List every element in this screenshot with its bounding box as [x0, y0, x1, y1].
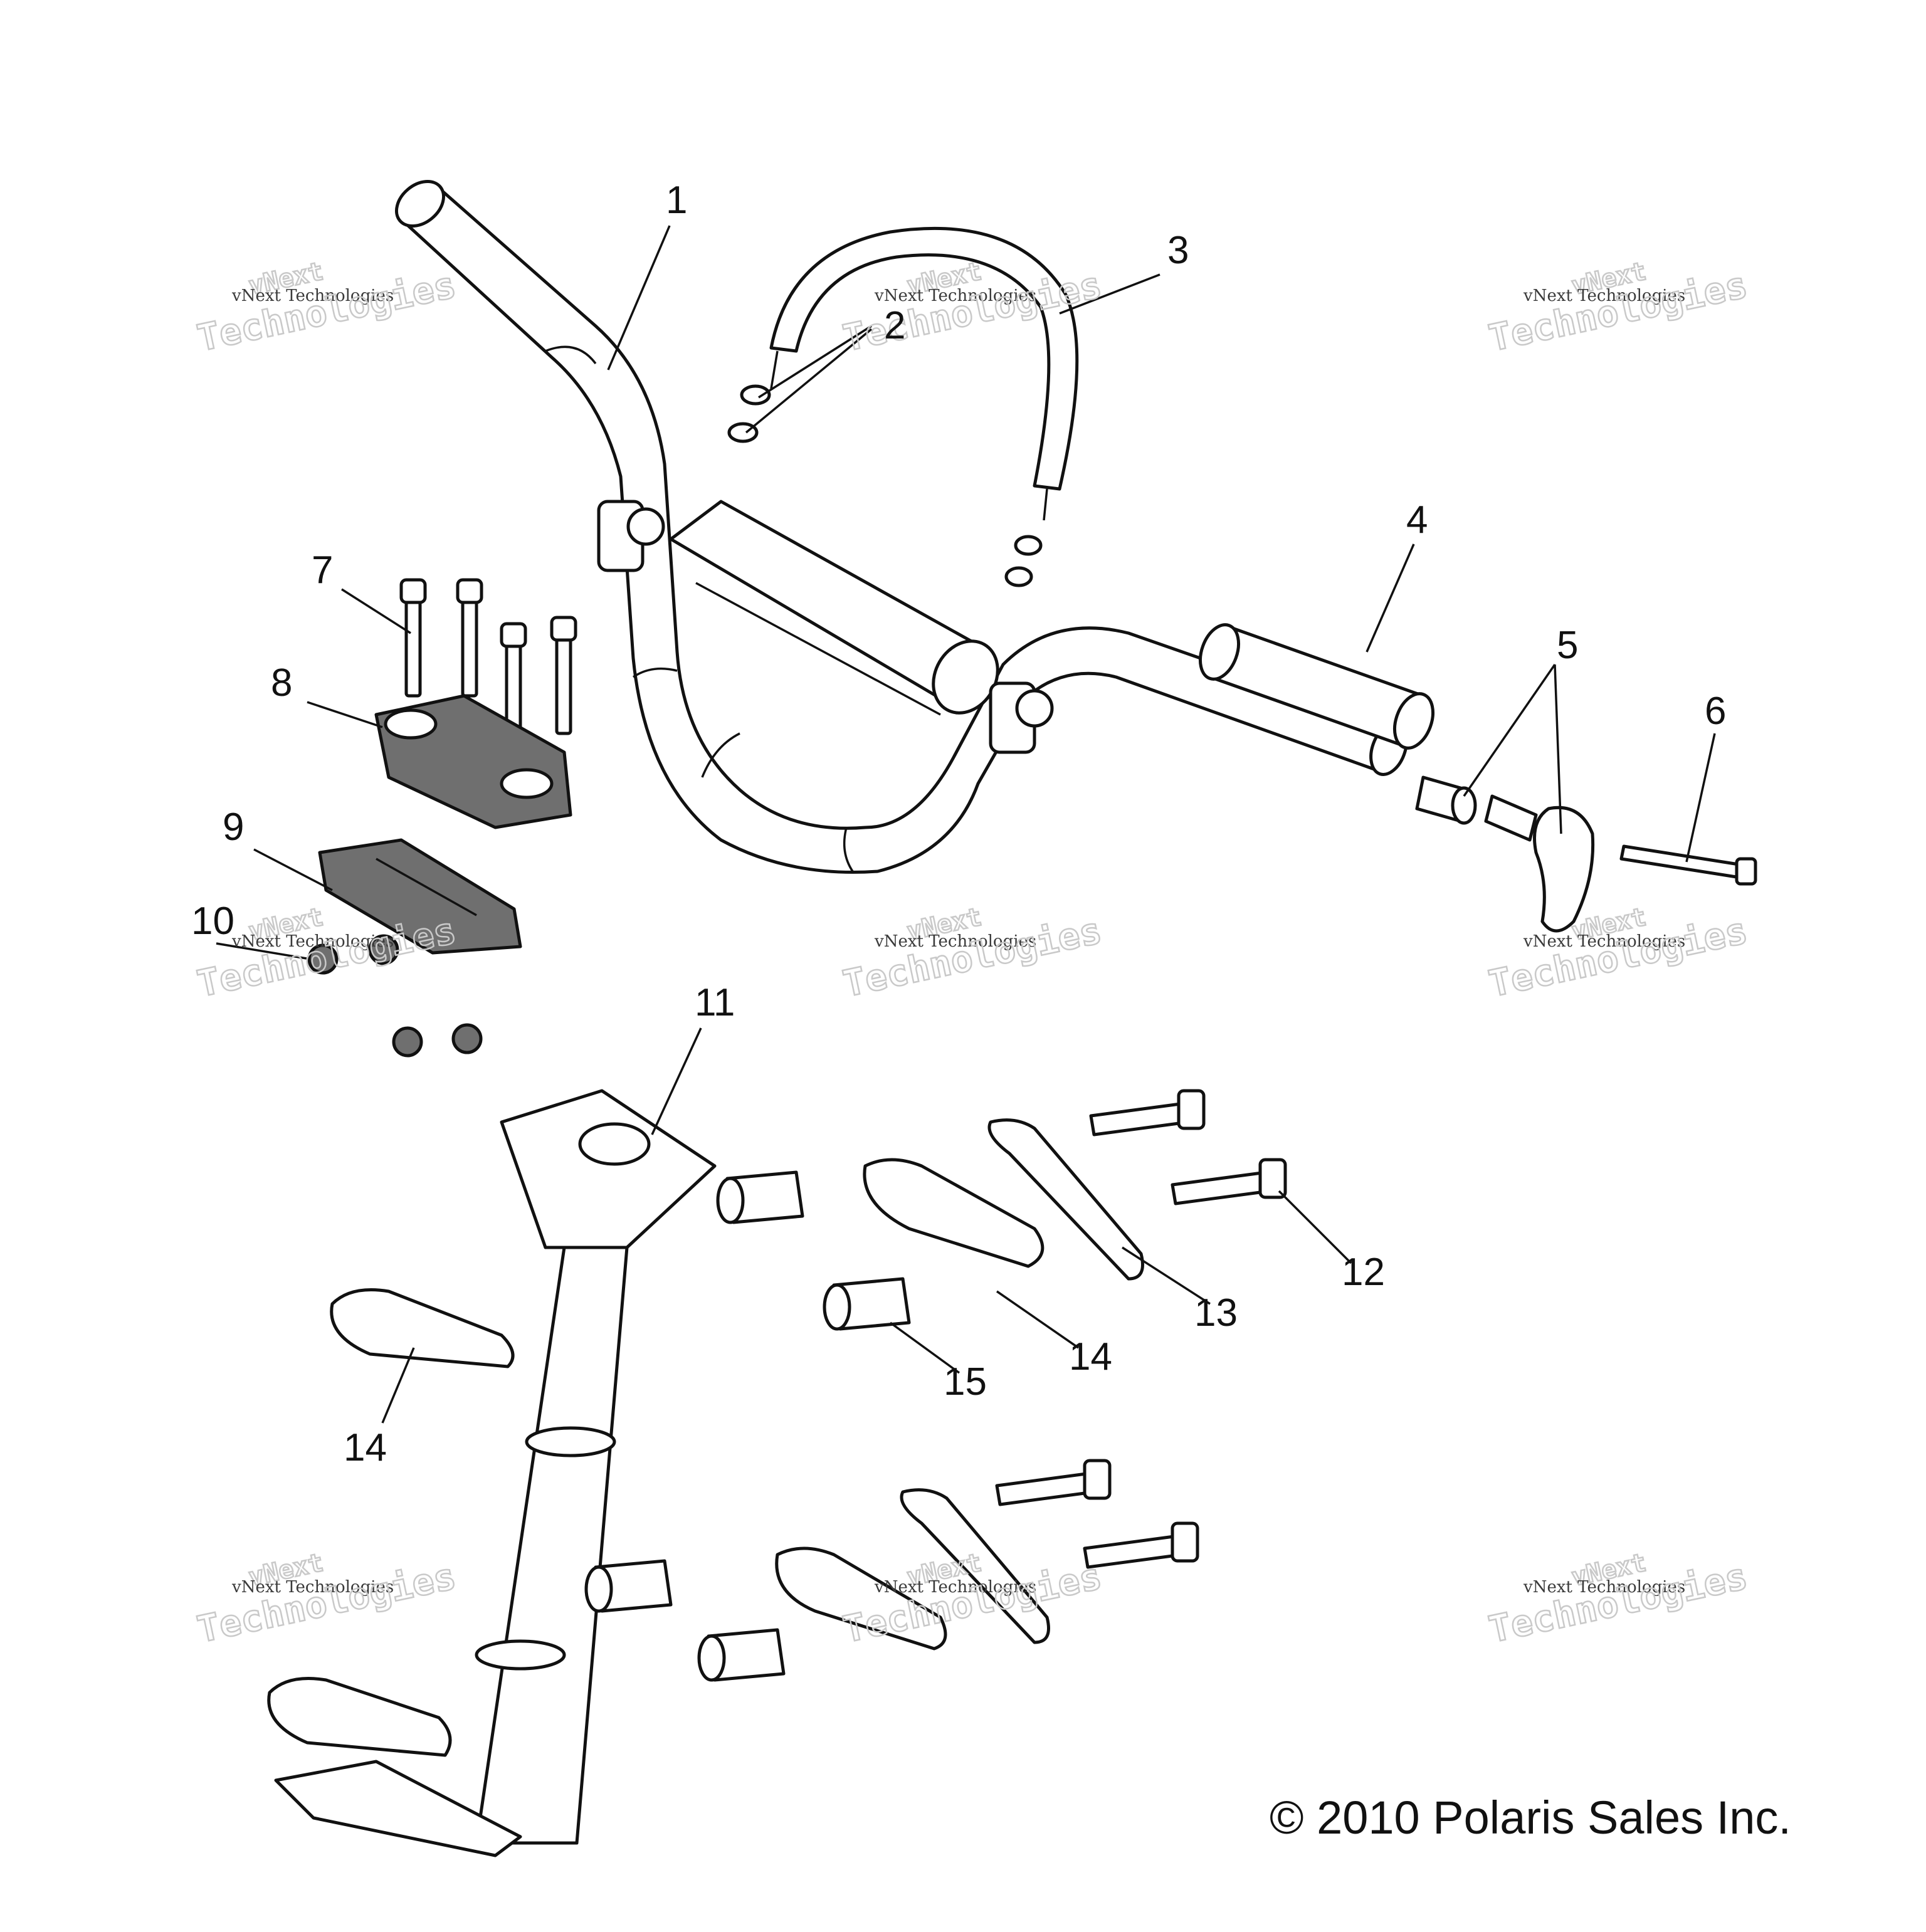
grip-part [1199, 623, 1434, 750]
callout-1: 1 [666, 179, 687, 222]
svg-text:vNext Technologies: vNext Technologies [1523, 286, 1685, 305]
svg-text:Technologies: Technologies [194, 1555, 460, 1651]
watermark: vNext vNext Technologies Technologies [1485, 901, 1752, 1005]
svg-text:vNext Technologies: vNext Technologies [874, 1578, 1036, 1597]
plate-part [900, 1118, 1144, 1644]
callout-6: 6 [1705, 690, 1726, 733]
callout-10: 10 [191, 900, 234, 943]
callout-12: 12 [1342, 1251, 1385, 1294]
svg-text:vNext Technologies: vNext Technologies [1523, 932, 1685, 951]
steering-post-part [274, 1089, 717, 1857]
bar-clamp [597, 500, 1054, 754]
callout-7: 7 [312, 549, 333, 592]
callout-9: 9 [223, 806, 244, 849]
lower-clamp-part [318, 838, 522, 955]
callout-5: 5 [1557, 624, 1578, 667]
callout-8: 8 [271, 661, 292, 705]
callout-2: 2 [884, 304, 905, 347]
pin-part [1619, 844, 1757, 886]
watermark: vNext vNext Technologies Technologies [193, 256, 461, 360]
svg-text:vNext Technologies: vNext Technologies [231, 1578, 394, 1597]
svg-text:vNext Technologies: vNext Technologies [874, 286, 1036, 305]
svg-text:Technologies: Technologies [194, 263, 460, 360]
throttle-lever-part [1415, 775, 1595, 933]
callout-3: 3 [1167, 229, 1189, 272]
svg-text:vNext Technologies: vNext Technologies [874, 932, 1036, 951]
leader-lines [216, 225, 1716, 1424]
callout-15: 15 [944, 1360, 987, 1404]
svg-text:vNext Technologies: vNext Technologies [231, 286, 394, 305]
copyright-notice: © 2010 Polaris Sales Inc. [1270, 1792, 1791, 1844]
bushings-part [584, 1170, 911, 1682]
callout-13: 13 [1194, 1291, 1238, 1335]
bolts-part-12 [995, 1089, 1287, 1569]
watermark: vNext vNext Technologies Technologies [193, 1547, 461, 1651]
svg-text:vNext Technologies: vNext Technologies [231, 932, 394, 951]
svg-text:vNext Technologies: vNext Technologies [1523, 1578, 1685, 1597]
hand-guard-part [769, 226, 1079, 521]
callout-4: 4 [1406, 498, 1428, 542]
callout-11: 11 [695, 981, 735, 1024]
bolts-part-7 [399, 578, 577, 742]
watermark: vNext vNext Technologies Technologies [1485, 1547, 1752, 1651]
watermark: vNext vNext Technologies Technologies [1485, 256, 1752, 360]
watermark: vNext vNext Technologies Technologies [839, 901, 1107, 1005]
crossbar-pad [669, 500, 999, 716]
clamp-half-part [267, 1158, 1045, 1757]
callout-14: 14 [344, 1426, 387, 1469]
upper-clamp-part [374, 694, 572, 829]
callout-14: 14 [1069, 1335, 1112, 1378]
